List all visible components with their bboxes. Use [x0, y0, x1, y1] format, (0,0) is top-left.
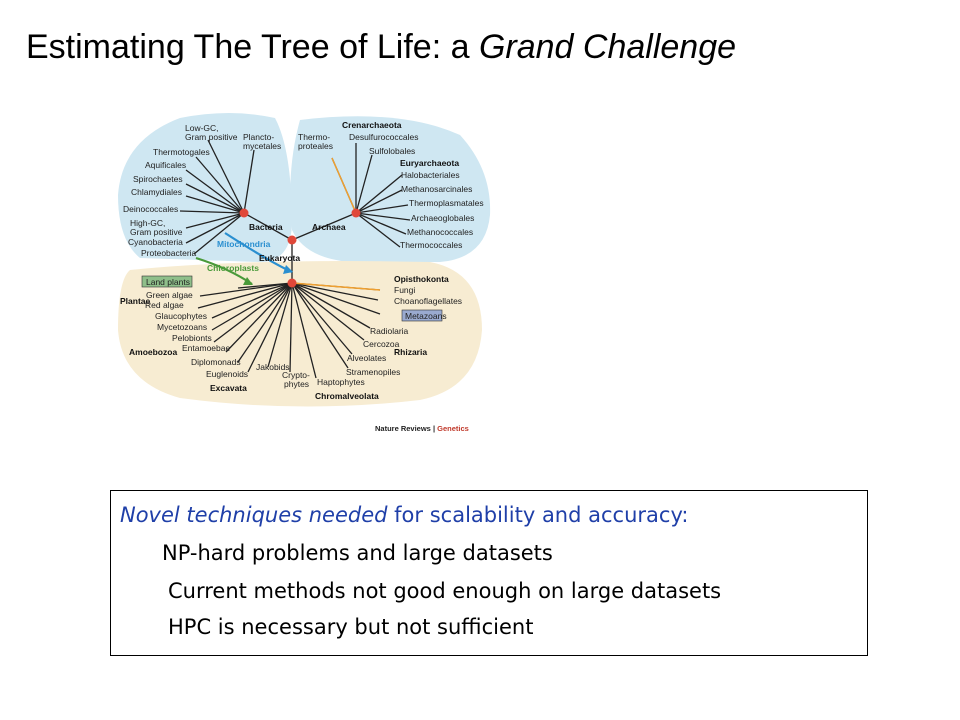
label-haptophytes: Haptophytes: [317, 377, 365, 387]
label-thermoplasmatales: Thermoplasmatales: [409, 198, 484, 208]
label-radiolaria: Radiolaria: [370, 326, 409, 336]
label-metazoans: Metazoans: [405, 311, 447, 321]
credit-main: Nature Reviews |: [375, 424, 438, 433]
textbox-line-1: Novel techniques needed for scalability …: [120, 503, 688, 527]
label-plancto-2: mycetales: [243, 141, 281, 151]
label-mycetozoans: Mycetozoans: [157, 322, 207, 332]
archaea-region: [290, 116, 491, 262]
slide-title-main: Estimating The Tree of Life: a: [26, 28, 479, 66]
label-chromalveolata: Chromalveolata: [315, 391, 379, 401]
label-alveolates: Alveolates: [347, 353, 386, 363]
challenges-textbox: Novel techniques needed for scalability …: [110, 490, 868, 656]
label-pelobionts: Pelobionts: [172, 333, 212, 343]
label-mitochondria: Mitochondria: [217, 239, 271, 249]
label-green-algae: Green algae: [146, 290, 193, 300]
label-low-gc-1: Low-GC,: [185, 123, 219, 133]
label-archaeoglobales: Archaeoglobales: [411, 213, 474, 223]
label-jakobids: Jakobids: [256, 362, 290, 372]
label-diplomonads: Diplomonads: [191, 357, 241, 367]
label-land-plants: Land plants: [146, 277, 190, 287]
label-bacteria: Bacteria: [249, 222, 283, 232]
metazoans-box: [401, 309, 443, 322]
textbox-line-4: HPC is necessary but not sufficient: [168, 615, 534, 639]
label-cercozoa: Cercozoa: [363, 339, 400, 349]
label-euryarchaeota: Euryarchaeota: [400, 158, 459, 168]
label-aquificales: Aquificales: [145, 160, 186, 170]
bacteria-region: [118, 113, 292, 262]
label-entamoebae: Entamoebae: [182, 343, 230, 353]
label-cryptophytes-2: phytes: [284, 379, 309, 389]
label-thermoproteales-1: Thermo-: [298, 132, 330, 142]
label-choanoflagellates: Choanoflagellates: [394, 296, 462, 306]
label-desulfurococcales: Desulfurococcales: [349, 132, 418, 142]
label-thermococcales: Thermococcales: [400, 240, 462, 250]
label-halobacteriales: Halobacteriales: [401, 170, 460, 180]
label-sulfolobales: Sulfolobales: [369, 146, 415, 156]
label-opisthokonta: Opisthokonta: [394, 274, 449, 284]
opisthokont-branch-highlight: [291, 282, 381, 291]
slide-title: Estimating The Tree of Life: a Grand Cha…: [26, 28, 736, 67]
label-methanosarcinales: Methanosarcinales: [401, 184, 472, 194]
label-euglenoids: Euglenoids: [206, 369, 248, 379]
label-proteobacteria: Proteobacteria: [141, 248, 197, 258]
label-red-algae: Red algae: [145, 300, 184, 310]
archaea-node: [351, 208, 361, 218]
label-crenarchaeota: Crenarchaeota: [342, 120, 402, 130]
land-plants-box: [141, 275, 193, 288]
label-cyanobacteria: Cyanobacteria: [128, 237, 183, 247]
label-chlamydiales: Chlamydiales: [131, 187, 182, 197]
label-stramenopiles: Stramenopiles: [346, 367, 400, 377]
label-high-gc-1: High-GC,: [130, 218, 165, 228]
label-excavata: Excavata: [210, 383, 247, 393]
label-plantae: Plantae: [120, 296, 151, 306]
mitochondria-arrowhead: [283, 265, 293, 274]
textbox-line-1-emphasis: Novel techniques needed: [120, 503, 388, 527]
label-amoebozoa: Amoebozoa: [129, 347, 177, 357]
label-fungi: Fungi: [394, 285, 415, 295]
slide-title-emphasis: Grand Challenge: [478, 28, 737, 66]
eukaryota-node: [287, 278, 297, 288]
bacteria-branches: [179, 139, 293, 255]
label-glaucophytes: Glaucophytes: [155, 311, 207, 321]
label-thermoproteales-2: proteales: [298, 141, 333, 151]
label-methanococcales: Methanococcales: [407, 227, 473, 237]
label-low-gc-2: Gram positive: [185, 132, 238, 142]
label-archaea: Archaea: [312, 222, 346, 232]
chloroplast-arrowhead: [243, 277, 253, 285]
tree-of-life-diagram: Low-GC, Gram positive Plancto- mycetales…: [118, 113, 491, 407]
label-rhizaria: Rhizaria: [394, 347, 427, 357]
credit-accent: Genetics: [437, 424, 469, 433]
eukaryota-region: [118, 261, 482, 407]
eukaryota-branches: [197, 282, 381, 379]
label-chloroplasts: Chloroplasts: [207, 263, 259, 273]
textbox-line-3: Current methods not good enough on large…: [168, 579, 722, 603]
label-thermotogales: Thermotogales: [153, 147, 210, 157]
textbox-line-2: NP-hard problems and large datasets: [162, 541, 553, 565]
label-deinococcales: Deinococcales: [123, 204, 178, 214]
label-cryptophytes-1: Crypto-: [282, 370, 310, 380]
root-node: [287, 235, 297, 245]
archaea-branch-highlight: [331, 157, 357, 214]
label-plancto-1: Plancto-: [243, 132, 274, 142]
label-spirochaetes: Spirochaetes: [133, 174, 183, 184]
bacteria-node: [239, 208, 249, 218]
textbox-line-1-rest: for scalability and accuracy:: [387, 503, 689, 527]
label-eukaryota: Eukaryota: [259, 253, 300, 263]
figure-credit: Nature Reviews | Genetics: [375, 424, 469, 433]
label-high-gc-2: Gram positive: [130, 227, 183, 237]
